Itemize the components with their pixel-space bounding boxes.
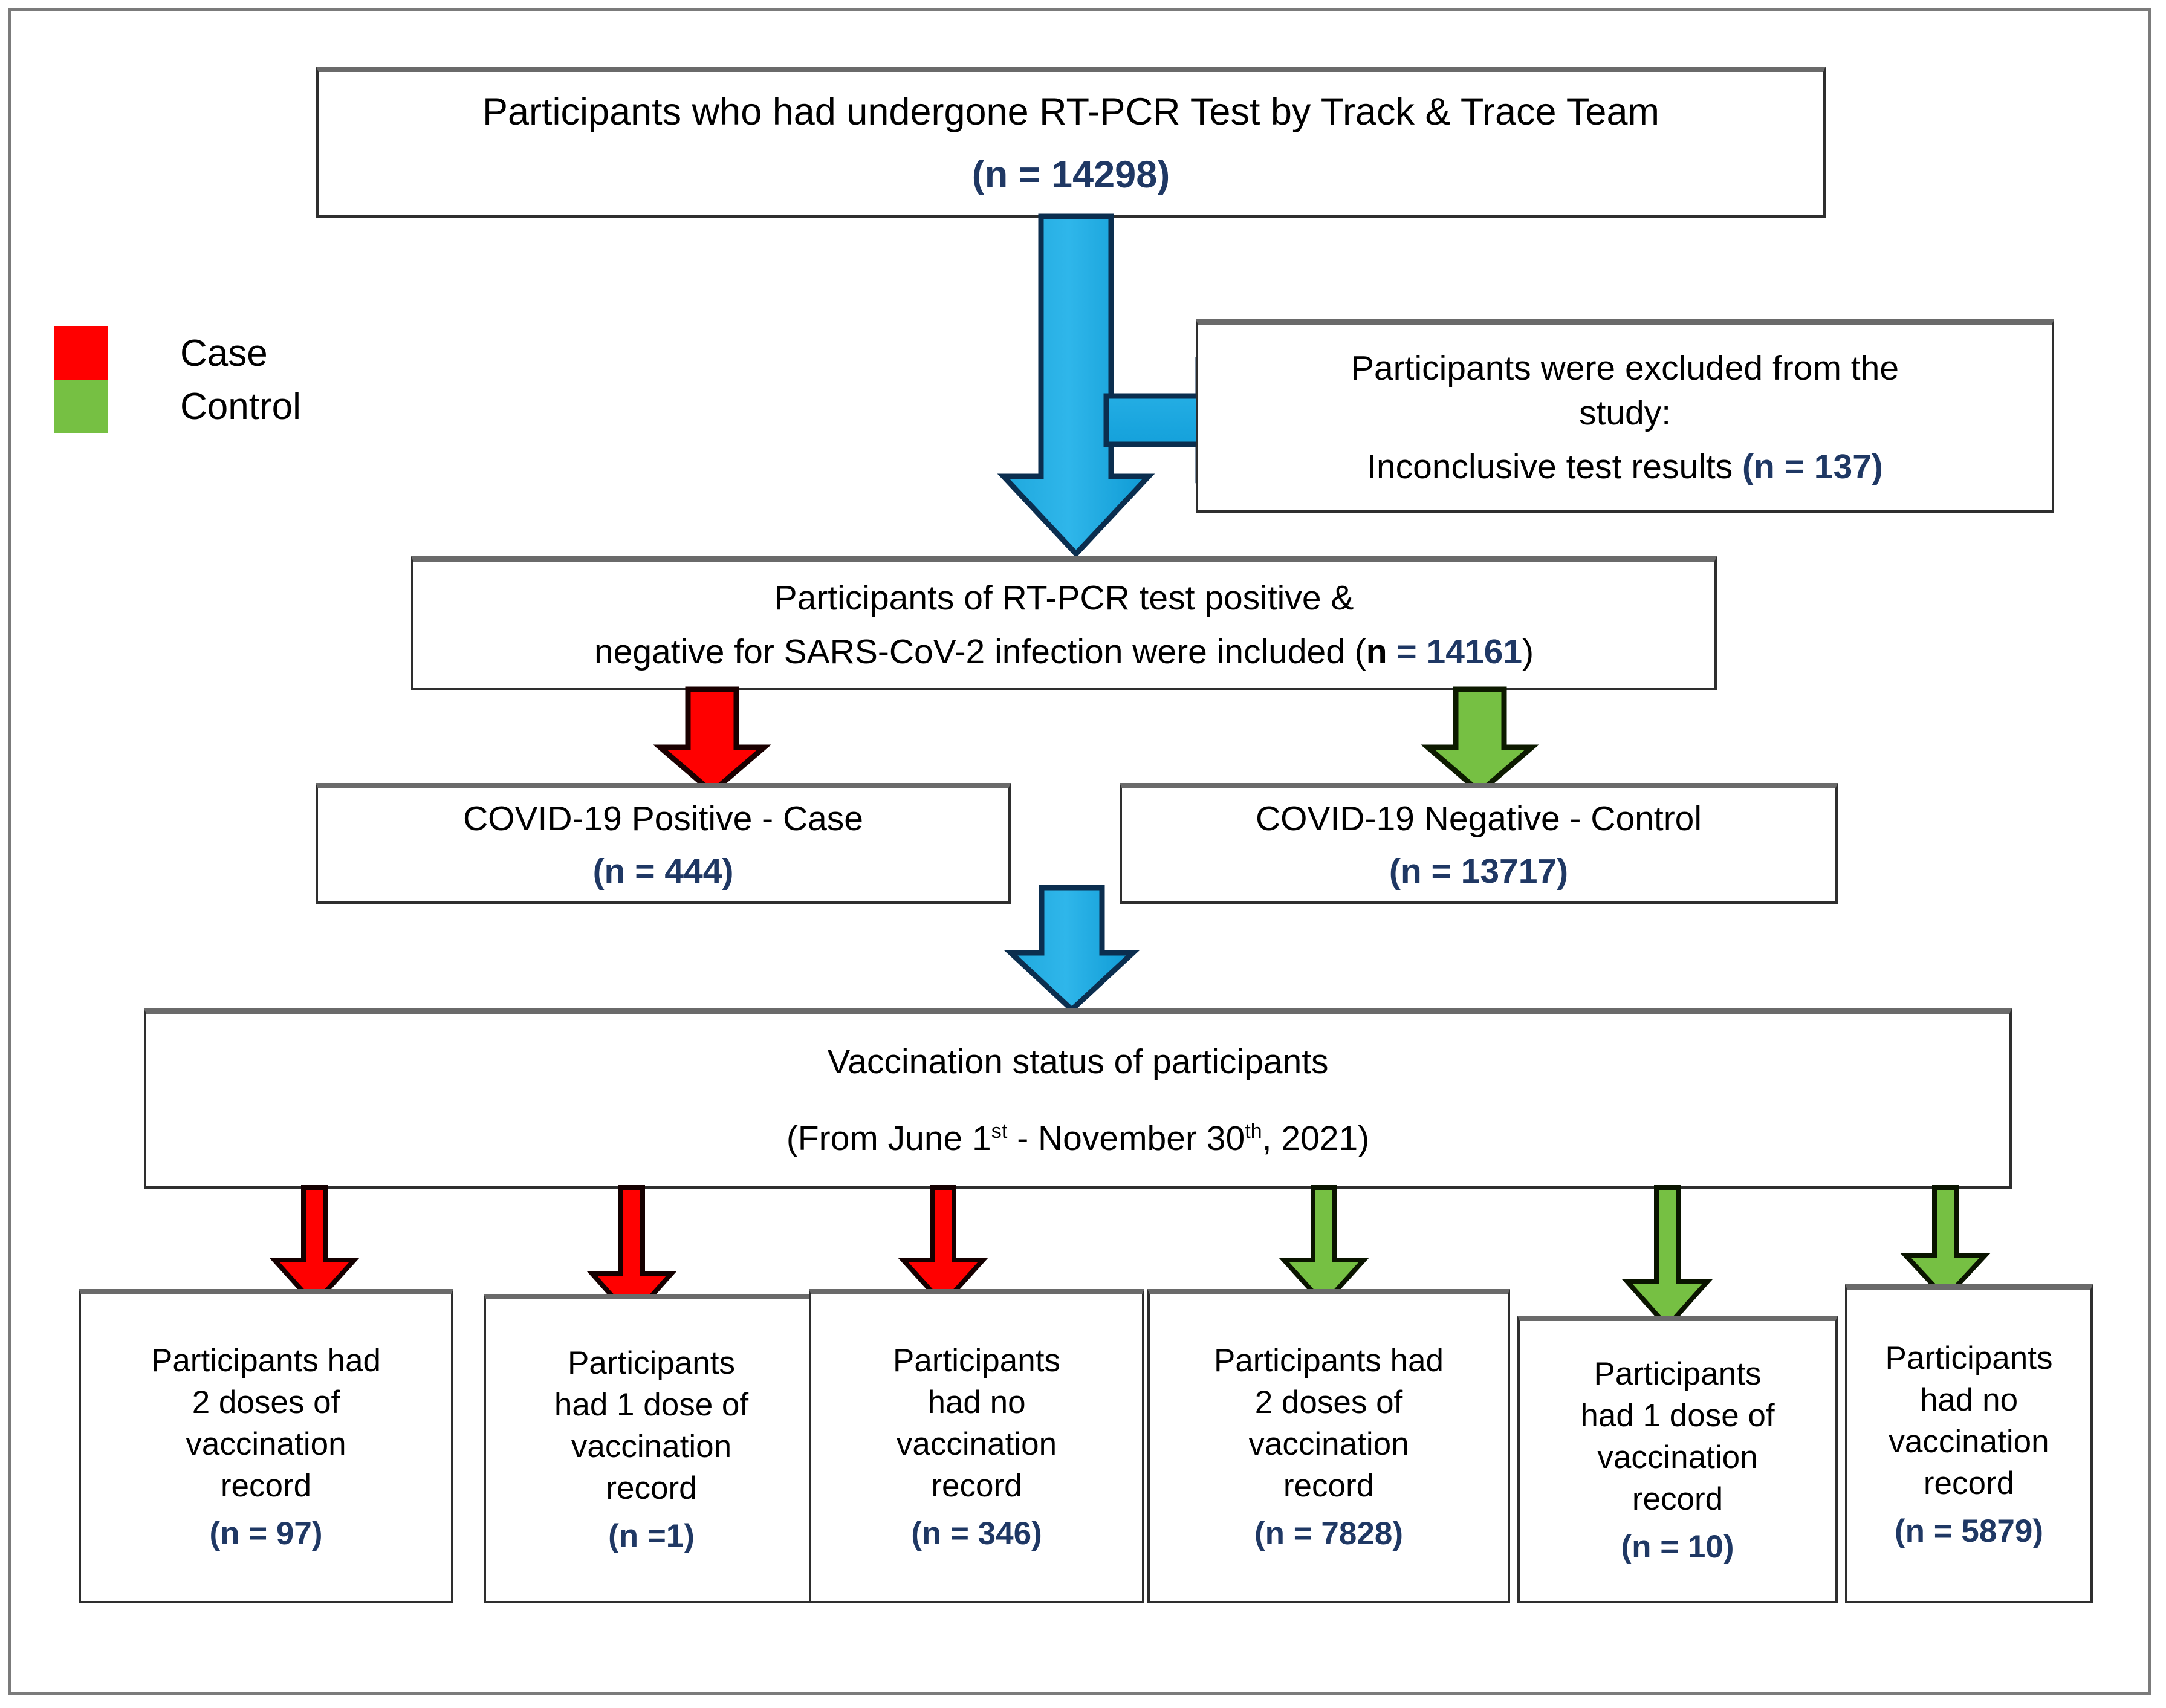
excluded-count: (n = 137): [1742, 447, 1883, 486]
outcome-4-line-3: vaccination: [1248, 1426, 1409, 1463]
source-count: (n = 14298): [971, 153, 1170, 196]
outcome-1-line-4: record: [220, 1467, 312, 1504]
node-included-participants[interactable]: Participants of RT-PCR test positive & n…: [411, 556, 1717, 690]
outcome-5-line-4: record: [1632, 1481, 1723, 1517]
red-down-arrow-outcome-1: [268, 1185, 360, 1308]
blue-down-arrow-to-vaccination: [1004, 885, 1140, 1014]
case-count: (n = 444): [592, 851, 734, 891]
outcome-2-line-4: record: [606, 1470, 697, 1506]
legend-swatch-stack: [54, 326, 108, 433]
outcome-2-line-1: Participants: [568, 1345, 735, 1382]
blue-down-arrow-source-to-included: [997, 213, 1155, 558]
node-excluded-participants[interactable]: Participants were excluded from the stud…: [1196, 319, 2054, 513]
outcome-3-line-4: record: [931, 1467, 1022, 1504]
excluded-line-2: study:: [1578, 394, 1672, 433]
node-source-participants[interactable]: Participants who had undergone RT-PCR Te…: [316, 67, 1826, 218]
included-count: = 14161: [1387, 632, 1523, 671]
control-color-swatch: [54, 380, 108, 433]
legend-label-control: Control: [180, 385, 301, 427]
outcome-box-2[interactable]: Participants had 1 dose of vaccination r…: [484, 1294, 819, 1603]
outcome-5-count: (n = 10): [1621, 1528, 1734, 1565]
excluded-line-1: Participants were excluded from the: [1351, 349, 1899, 388]
red-down-arrow-outcome-3: [897, 1185, 989, 1308]
node-vaccination-status[interactable]: Vaccination status of participants (From…: [144, 1008, 2012, 1189]
legend-label-case: Case: [180, 332, 268, 374]
node-covid-negative-control[interactable]: COVID-19 Negative - Control (n = 13717): [1120, 783, 1838, 904]
outcome-1-line-3: vaccination: [186, 1426, 346, 1463]
vaccination-date-post: , 2021): [1262, 1119, 1370, 1158]
excluded-line-3-text: Inconclusive test results: [1367, 447, 1743, 486]
case-line-1: COVID-19 Positive - Case: [462, 799, 864, 839]
included-line-1: Participants of RT-PCR test positive &: [774, 579, 1354, 618]
outcome-box-1[interactable]: Participants had 2 doses of vaccination …: [79, 1289, 453, 1603]
outcome-box-5[interactable]: Participants had 1 dose of vaccination r…: [1517, 1316, 1838, 1603]
outer-frame-border: [8, 8, 2151, 1695]
outcome-box-3[interactable]: Participants had no vaccination record (…: [809, 1289, 1144, 1603]
outcome-3-line-3: vaccination: [896, 1426, 1057, 1463]
outcome-2-line-3: vaccination: [571, 1429, 732, 1465]
vaccination-sup-st: st: [991, 1119, 1008, 1143]
outcome-6-line-1: Participants: [1885, 1340, 2053, 1377]
outcome-5-line-1: Participants: [1594, 1356, 1762, 1392]
green-down-arrow-outcome-4: [1278, 1185, 1370, 1308]
outcome-4-line-1: Participants had: [1213, 1343, 1444, 1379]
included-line-2-text: negative for SARS-CoV-2 infection were i…: [594, 632, 1366, 671]
outcome-2-count: (n =1): [608, 1518, 695, 1554]
node-covid-positive-case[interactable]: COVID-19 Positive - Case (n = 444): [316, 783, 1011, 904]
outcome-6-count: (n = 5879): [1895, 1513, 2043, 1549]
legend: Case Control: [54, 326, 369, 433]
outcome-3-line-2: had no: [927, 1385, 1026, 1421]
vaccination-sup-th: th: [1245, 1119, 1262, 1143]
green-down-arrow-outcome-5: [1622, 1185, 1713, 1331]
outcome-1-line-2: 2 doses of: [192, 1385, 340, 1421]
outcome-3-line-1: Participants: [893, 1343, 1060, 1379]
vaccination-date-mid: - November 30: [1007, 1119, 1245, 1158]
outcome-3-count: (n = 346): [911, 1515, 1042, 1551]
outcome-2-line-2: had 1 dose of: [554, 1387, 749, 1423]
excluded-line-3: Inconclusive test results (n = 137): [1198, 444, 2052, 489]
vaccination-line-2: (From June 1st - November 30th, 2021): [146, 1116, 2009, 1161]
outcome-box-6[interactable]: Participants had no vaccination record (…: [1845, 1284, 2093, 1603]
vaccination-line-1: Vaccination status of participants: [827, 1042, 1329, 1082]
outcome-6-line-3: vaccination: [1889, 1424, 2049, 1460]
outcome-6-line-2: had no: [1919, 1382, 2018, 1418]
outcome-box-4[interactable]: Participants had 2 doses of vaccination …: [1147, 1289, 1510, 1603]
outcome-6-line-4: record: [1923, 1465, 2015, 1501]
control-line-1: COVID-19 Negative - Control: [1255, 799, 1702, 839]
case-color-swatch: [54, 326, 108, 380]
outcome-4-line-4: record: [1283, 1467, 1375, 1504]
outcome-5-line-2: had 1 dose of: [1580, 1398, 1775, 1434]
outcome-1-count: (n = 97): [209, 1515, 323, 1551]
red-down-arrow-to-case: [652, 686, 772, 796]
outcome-5-line-3: vaccination: [1597, 1440, 1758, 1476]
green-down-arrow-outcome-6: [1899, 1185, 1991, 1302]
included-line-2: negative for SARS-CoV-2 infection were i…: [413, 629, 1714, 674]
outcome-4-count: (n = 7828): [1254, 1515, 1403, 1551]
included-n-label: n: [1366, 632, 1387, 671]
source-line-1: Participants who had undergone RT-PCR Te…: [482, 90, 1659, 133]
outcome-1-line-1: Participants had: [151, 1343, 381, 1379]
control-count: (n = 13717): [1389, 851, 1569, 891]
outcome-4-line-2: 2 doses of: [1254, 1385, 1403, 1421]
green-down-arrow-to-control: [1420, 686, 1540, 796]
vaccination-date-pre: (From June 1: [786, 1119, 991, 1158]
included-close-paren: ): [1522, 632, 1534, 671]
